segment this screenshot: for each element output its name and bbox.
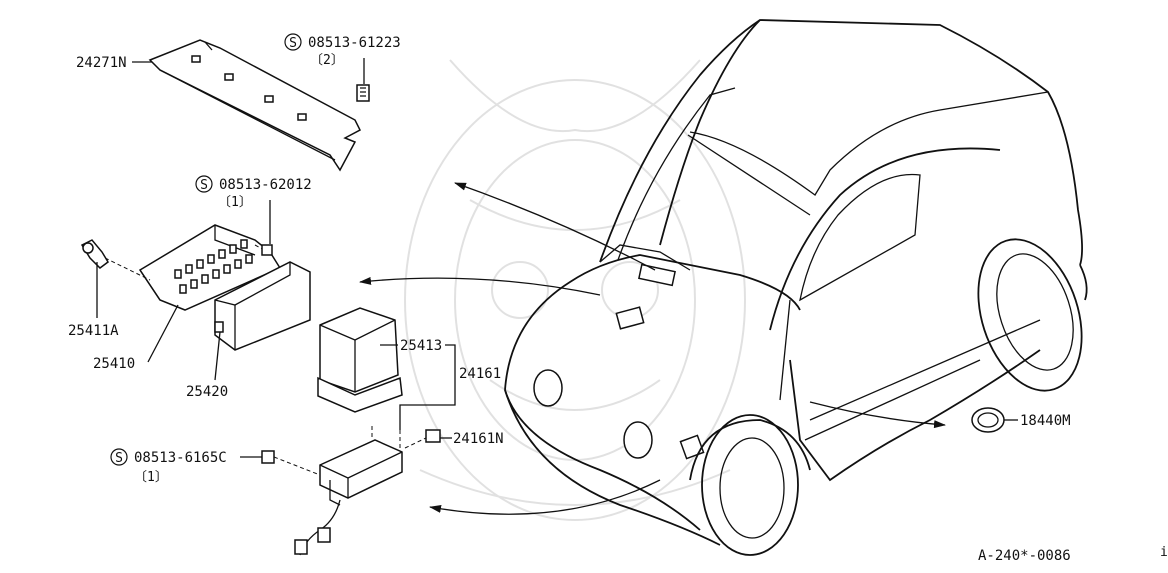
fuse-slots [174, 239, 253, 294]
screw-08513-61223 [356, 58, 370, 102]
screw-symbol-text: S [200, 178, 208, 193]
bracket-24161 [294, 426, 403, 556]
leader-lines [96, 61, 1018, 458]
label-18440m: 18440M [1020, 413, 1071, 429]
label-08513-62012: 08513-62012 [219, 177, 312, 193]
label-25411a: 25411A [68, 323, 119, 339]
label-25420: 25420 [186, 384, 228, 400]
label-qty-2: 〔2〕 [310, 53, 344, 68]
diagram-code: A-240*-0086 [978, 548, 1071, 564]
label-qty-1b: 〔1〕 [134, 470, 168, 485]
screw-symbol-1: S [284, 33, 302, 51]
label-24161n: 24161N [453, 431, 504, 447]
bolt-24161n [404, 429, 441, 449]
screw-symbol-text: S [289, 36, 297, 51]
cover-25420 [214, 261, 311, 351]
label-qty-1a: 〔1〕 [218, 195, 252, 210]
label-24161: 24161 [459, 366, 501, 382]
label-08513-6165c: 08513-6165C [134, 450, 227, 466]
corner-mark: i [1160, 545, 1168, 560]
grommet-18440m [971, 407, 1005, 433]
vehicle-outline [504, 19, 1088, 556]
part-labels: 24271N 08513-61223 〔2〕 08513-62012 〔1〕 2… [68, 35, 1168, 564]
bracket-24271n [148, 39, 361, 172]
screw-08513-6165c [261, 450, 321, 476]
callout-arrows [359, 182, 946, 515]
label-25410: 25410 [93, 356, 135, 372]
clip-25411a [80, 239, 109, 269]
relay-25413 [317, 307, 403, 413]
label-25413: 25413 [400, 338, 442, 354]
screw-symbol-3: S [110, 448, 128, 466]
label-24271n: 24271N [76, 55, 127, 71]
screw-symbol-2: S [195, 175, 213, 193]
screw-08513-62012 [261, 200, 273, 256]
label-08513-61223: 08513-61223 [308, 35, 401, 51]
fuse-block-25410 [104, 224, 282, 311]
screw-symbol-text: S [115, 451, 123, 466]
